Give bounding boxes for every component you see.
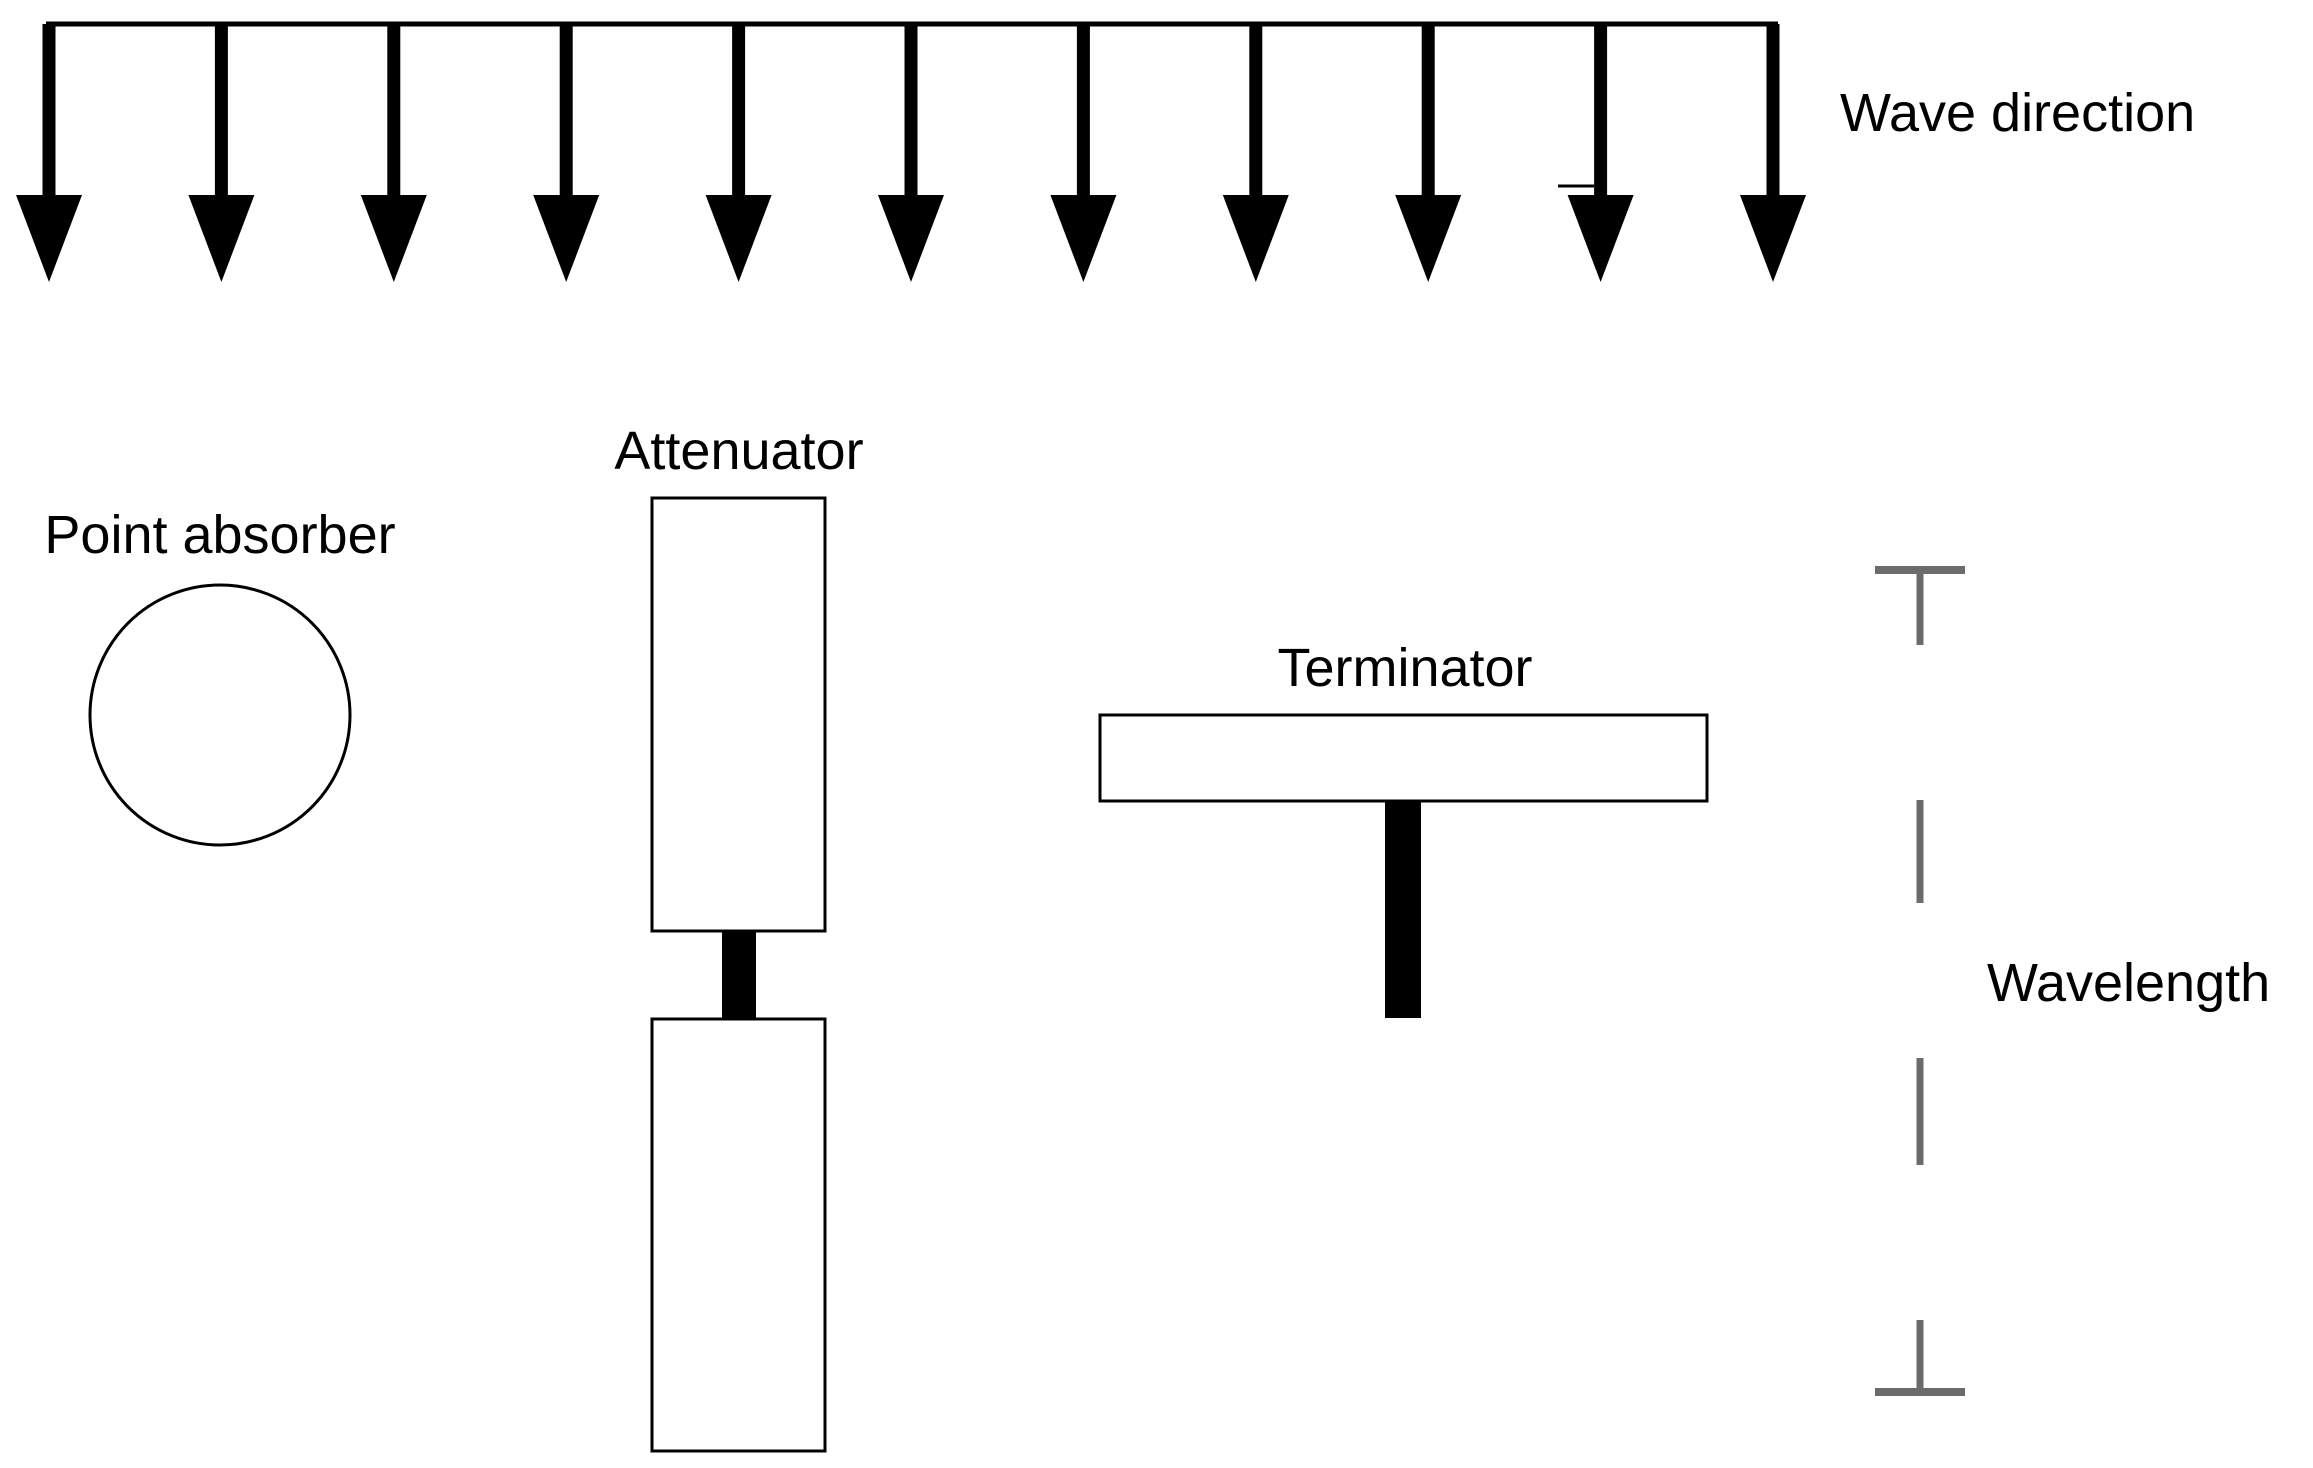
- terminator: Terminator: [1098, 638, 1709, 1018]
- wave-direction-label: Wave direction: [1840, 83, 2195, 143]
- terminator-body: [1098, 713, 1709, 803]
- wavelength-marker: [1875, 566, 1965, 1396]
- point-absorber: Point absorber: [44, 505, 396, 847]
- down-arrow-icon: [360, 195, 427, 282]
- attenuator-upper-segment: [650, 496, 827, 933]
- attenuator-joint: [722, 931, 756, 1019]
- down-arrow-icon: [1567, 195, 1634, 282]
- wave-direction-arrows: [16, 21, 1806, 282]
- down-arrow-icon: [1395, 195, 1462, 282]
- wavelength-label: Wavelength: [1987, 953, 2270, 1013]
- down-arrow-icon: [1050, 195, 1117, 282]
- point-absorber-circle: [88, 583, 352, 847]
- attenuator: Attenuator: [614, 421, 864, 1453]
- point-absorber-label: Point absorber: [44, 505, 395, 565]
- down-arrow-icon: [878, 195, 944, 282]
- down-arrow-icon: [533, 195, 600, 282]
- down-arrow-icon: [1740, 195, 1806, 282]
- down-arrow-icon: [188, 195, 255, 282]
- terminator-support: [1385, 801, 1421, 1018]
- down-arrow-icon: [705, 195, 772, 282]
- down-arrow-icons: [16, 24, 1806, 282]
- terminator-label: Terminator: [1277, 638, 1532, 698]
- attenuator-lower-segment: [650, 1017, 827, 1453]
- down-arrow-icon: [1222, 195, 1289, 282]
- attenuator-label: Attenuator: [614, 421, 863, 481]
- down-arrow-icon: [16, 195, 82, 282]
